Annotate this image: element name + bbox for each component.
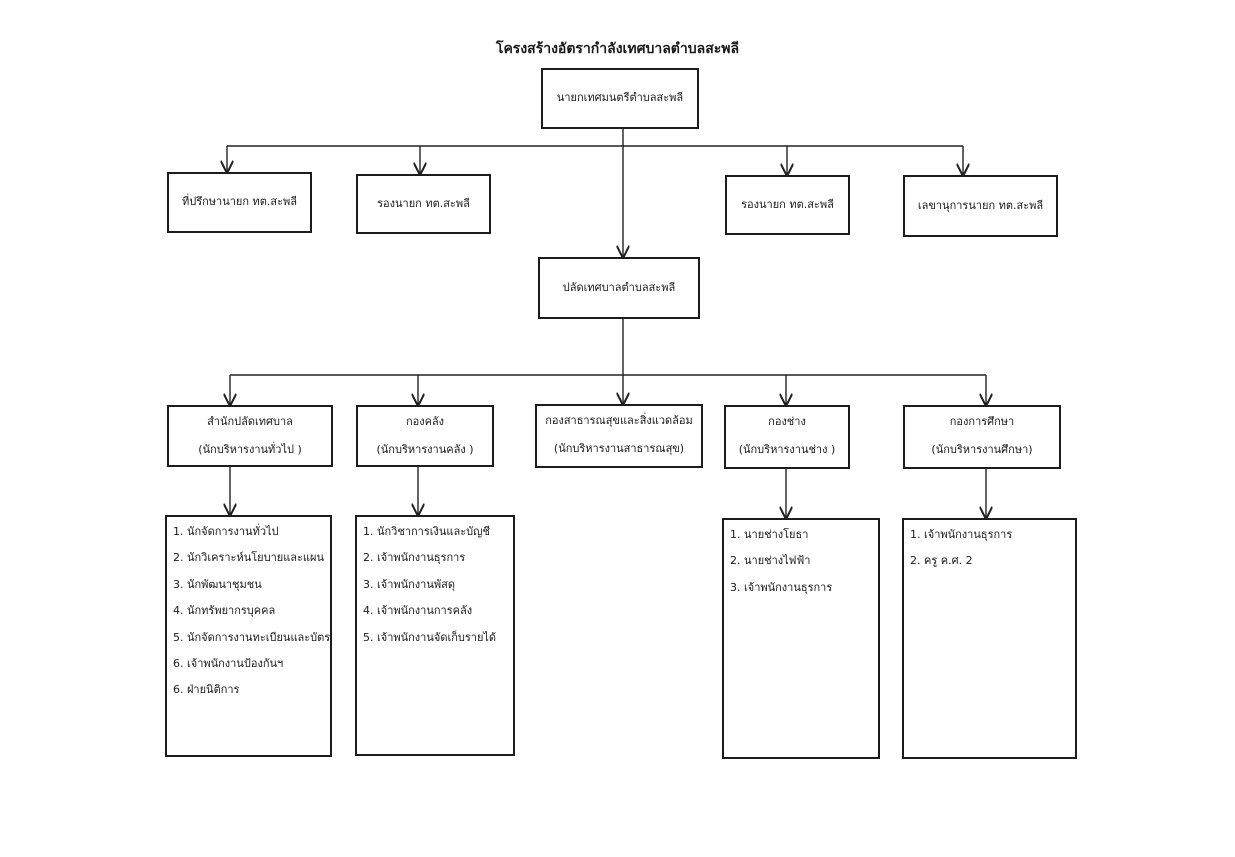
clerk-label: ปลัดเทศบาลตำบลสะพลี xyxy=(562,280,676,294)
division-name: กองคลัง xyxy=(405,415,445,428)
division-box-1: สำนักปลัดเทศบาล (นักบริหารงานทั่วไป ) xyxy=(167,405,333,467)
mayor-label: นายกเทศมนตรีตำบลสะพลี xyxy=(556,91,684,105)
division-box-2: กองคลัง (นักบริหารงานคลัง ) xyxy=(356,405,494,467)
division-head: (นักบริหารงานทั่วไป ) xyxy=(198,443,302,457)
division-head: (นักบริหารงานศึกษา) xyxy=(931,443,1033,457)
advisor-label: รองนายก ทต.สะพลี xyxy=(377,196,470,210)
staff-list-5: 1. เจ้าพนักงานธุรการ 2. ครู ค.ศ. 2 xyxy=(902,518,1077,759)
division-box-3: กองสาธารณสุขและสิ่งแวดล้อม (นักบริหารงาน… xyxy=(535,404,703,468)
list-item: 3. เจ้าพนักงานธุรการ xyxy=(730,580,833,594)
advisor-box-3: รองนายก ทต.สะพลี xyxy=(725,175,850,235)
list-item: 3. นักพัฒนาชุมชน xyxy=(173,577,262,591)
division-head: (นักบริหารงานคลัง ) xyxy=(376,443,474,457)
clerk-box: ปลัดเทศบาลตำบลสะพลี xyxy=(538,257,700,319)
list-item: 2. ครู ค.ศ. 2 xyxy=(910,554,973,568)
staff-list-4: 1. นายช่างโยธา 2. นายช่างไฟฟ้า 3. เจ้าพน… xyxy=(722,518,880,759)
list-item: 5. เจ้าพนักงานจัดเก็บรายได้ xyxy=(363,630,497,644)
advisor-box-2: รองนายก ทต.สะพลี xyxy=(356,174,491,234)
list-item: 2. นายช่างไฟฟ้า xyxy=(730,554,811,568)
advisor-box-1: ที่ปรึกษานายก ทต.สะพลี xyxy=(167,172,312,233)
division-head: (นักบริหารงานช่าง ) xyxy=(738,443,836,457)
division-name: กองสาธารณสุขและสิ่งแวดล้อม xyxy=(545,414,693,427)
staff-list-1: 1. นักจัดการงานทั่วไป 2. นักวิเคราะห์นโย… xyxy=(165,515,332,757)
list-item: 6. ฝ่ายนิติการ xyxy=(173,683,240,697)
chart-title: โครงสร้างอัตรากำลังเทศบาลตำบลสะพลี xyxy=(495,41,740,57)
division-name: สำนักปลัดเทศบาล xyxy=(207,415,293,428)
list-item: 3. เจ้าพนักงานพัสดุ xyxy=(363,577,455,591)
list-item: 2. เจ้าพนักงานธุรการ xyxy=(363,551,466,565)
list-item: 1. นายช่างโยธา xyxy=(730,528,809,541)
list-item: 2. นักวิเคราะห์นโยบายและแผน xyxy=(173,551,324,565)
list-item: 1. เจ้าพนักงานธุรการ xyxy=(910,528,1013,541)
advisor-label: รองนายก ทต.สะพลี xyxy=(741,197,834,211)
list-item: 1. นักจัดการงานทั่วไป xyxy=(173,525,279,538)
list-item: 4. เจ้าพนักงานการคลัง xyxy=(363,604,473,618)
division-head: (นักบริหารงานสาธารณสุข) xyxy=(553,442,685,456)
division-box-5: กองการศึกษา (นักบริหารงานศึกษา) xyxy=(903,405,1061,469)
division-name: กองการศึกษา xyxy=(949,415,1015,428)
division-box-4: กองช่าง (นักบริหารงานช่าง ) xyxy=(724,405,850,469)
list-item: 1. นักวิชาการเงินและบัญชี xyxy=(363,525,490,538)
list-item: 4. นักทรัพยากรบุคคล xyxy=(173,604,276,618)
staff-list-2: 1. นักวิชาการเงินและบัญชี 2. เจ้าพนักงาน… xyxy=(355,515,515,756)
division-name: กองช่าง xyxy=(768,415,806,428)
advisor-box-4: เลขานุการนายก ทต.สะพลี xyxy=(903,175,1058,237)
list-item: 6. เจ้าพนักงานป้องกันฯ xyxy=(173,656,284,670)
advisor-label: เลขานุการนายก ทต.สะพลี xyxy=(917,198,1044,212)
advisor-label: ที่ปรึกษานายก ทต.สะพลี xyxy=(181,195,298,209)
list-item: 5. นักจัดการงานทะเบียนและบัตร xyxy=(173,630,331,644)
mayor-box: นายกเทศมนตรีตำบลสะพลี xyxy=(541,68,699,129)
